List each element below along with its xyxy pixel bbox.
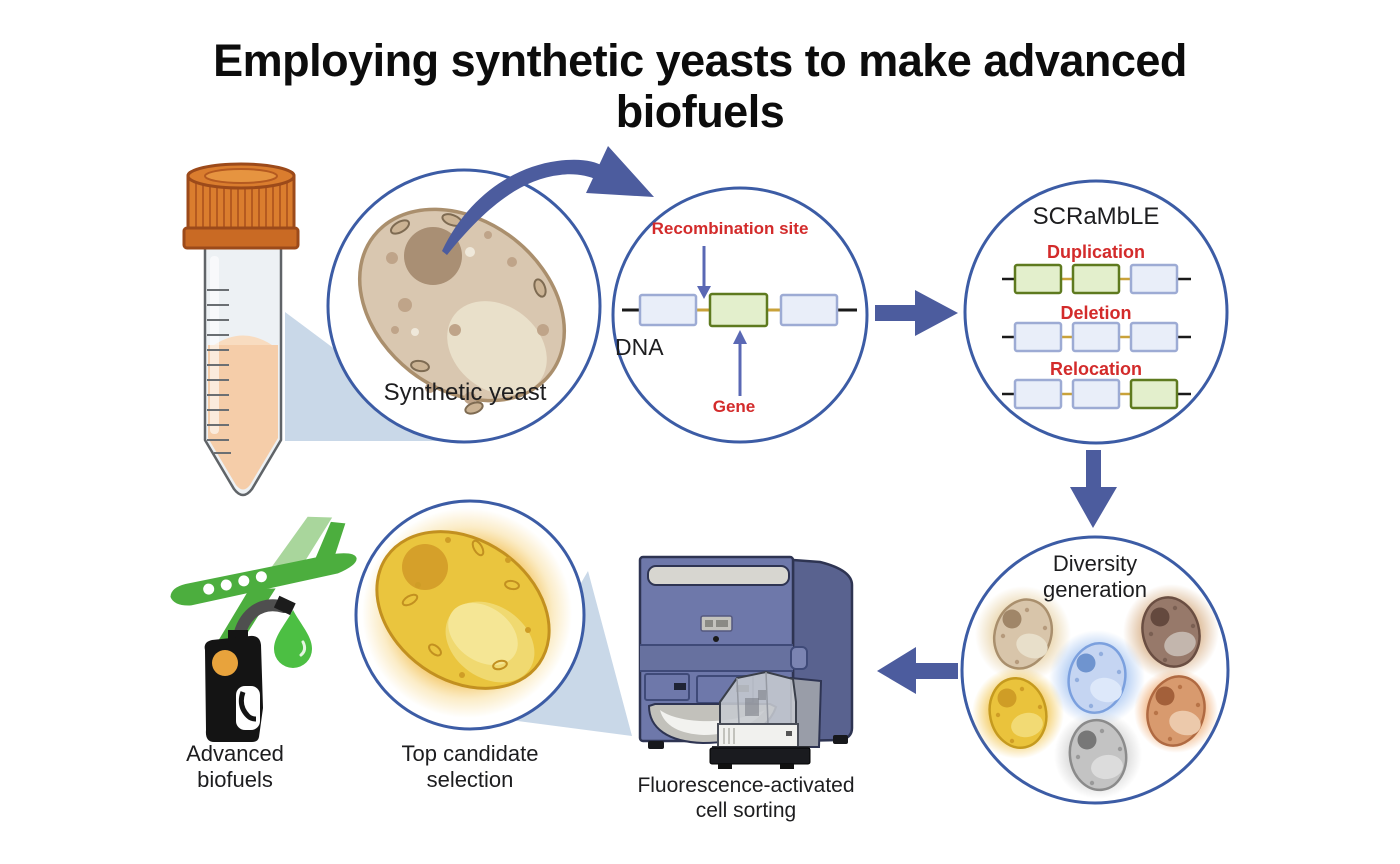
- falcon-tube: [182, 162, 300, 497]
- gene-arrow: [733, 330, 747, 396]
- dna-label: DNA: [615, 334, 664, 360]
- relocation-label: Relocation: [1049, 359, 1142, 379]
- gene-label: Gene: [712, 397, 756, 416]
- yeast-cell-variant-brown: [1123, 584, 1219, 680]
- droplet-icon: [274, 610, 312, 668]
- yeast-cell-variant-gold: [972, 667, 1064, 759]
- cell-sorter-unit: [709, 670, 811, 769]
- scramble-row-duplication: [1002, 263, 1191, 295]
- deletion-label: Deletion: [1060, 303, 1132, 323]
- airplane-icon: [170, 516, 357, 642]
- dna-segment-box: [638, 293, 698, 327]
- dna-map: [622, 246, 857, 396]
- yeast-cell-variant-rust: [1134, 669, 1218, 753]
- facs-machine: [638, 555, 854, 769]
- figure-title: Employing synthetic yeasts to make advan…: [213, 35, 1187, 137]
- recombination-site-label: Recombination site: [651, 219, 809, 238]
- machine-drawer: [644, 673, 690, 701]
- curved-arrow-icon: [442, 146, 654, 255]
- diversity-cells: [972, 584, 1219, 799]
- machine-lid: [647, 565, 790, 586]
- gene-box: [708, 292, 769, 328]
- duplication-label: Duplication: [1047, 242, 1145, 262]
- dna-segment-box: [779, 293, 839, 327]
- scramble-row-deletion: [1002, 321, 1191, 353]
- advanced-biofuels-label: Advanced biofuels: [186, 741, 284, 792]
- candidate-nucleus: [402, 544, 448, 590]
- arrow-down-icon: [1070, 450, 1117, 528]
- tube-graduations: [207, 289, 231, 454]
- scramble-title: SCRaMbLE: [1032, 203, 1160, 230]
- fuel-pump-icon: [204, 595, 312, 742]
- yeast-cell-variant-tan: [975, 586, 1071, 682]
- arrow-left-icon: [877, 647, 958, 694]
- yeast-cell-variant-blue: [1049, 630, 1145, 726]
- facs-label: Fluorescence-activated cell sorting: [637, 774, 855, 822]
- yeast-cell-variant-gray: [1054, 711, 1142, 799]
- candidate-yeast-cell: [362, 508, 572, 718]
- recombination-site-arrow: [697, 246, 711, 299]
- top-candidate-label: Top candidate selection: [401, 741, 539, 792]
- synthetic-yeast-label: Synthetic yeast: [383, 379, 547, 406]
- diversity-generation-label: Diversity generation: [1043, 551, 1147, 602]
- arrow-right-icon: [875, 290, 958, 336]
- yeast-mitochondria: [389, 213, 547, 415]
- scramble-row-relocation: [1002, 378, 1191, 410]
- scramble-circle: [963, 179, 1229, 445]
- yeast-cell: [357, 207, 567, 415]
